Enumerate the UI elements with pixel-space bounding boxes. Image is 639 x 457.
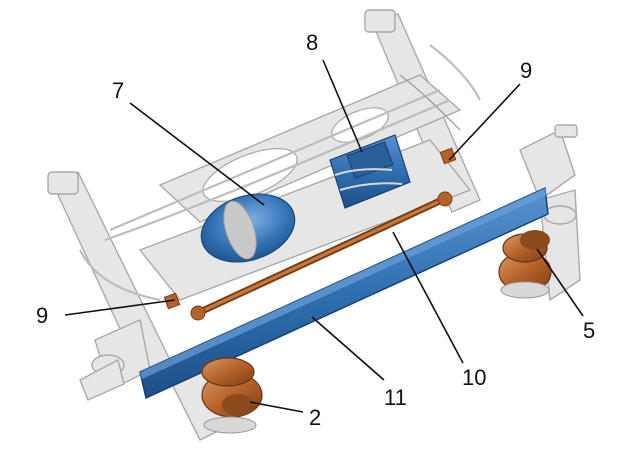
callout-5: 5 [583, 318, 595, 343]
leader-8 [322, 59, 363, 153]
leader-7 [129, 102, 265, 206]
callout-10: 10 [462, 365, 486, 390]
air-spring-left [201, 357, 263, 434]
callout-7: 7 [112, 78, 124, 103]
compressor-unit [329, 134, 411, 209]
callout-11: 11 [384, 385, 407, 410]
leader-9-right [448, 83, 521, 161]
air-reservoir-tank [200, 193, 296, 263]
leader-9-left [64, 299, 176, 316]
air-spring-right [498, 230, 552, 299]
axle-beam [139, 186, 549, 399]
leader-2 [249, 401, 304, 413]
link-rod [190, 191, 453, 321]
leader-11 [311, 316, 385, 381]
callout-9-right: 9 [520, 58, 532, 83]
callout-labels: 7 8 9 9 5 10 11 2 [36, 30, 595, 430]
leader-10 [392, 231, 464, 364]
callout-2: 2 [309, 405, 321, 430]
leader-lines [64, 59, 584, 413]
leader-5 [536, 248, 584, 317]
callout-8: 8 [306, 30, 318, 55]
callout-9-left: 9 [36, 303, 48, 328]
